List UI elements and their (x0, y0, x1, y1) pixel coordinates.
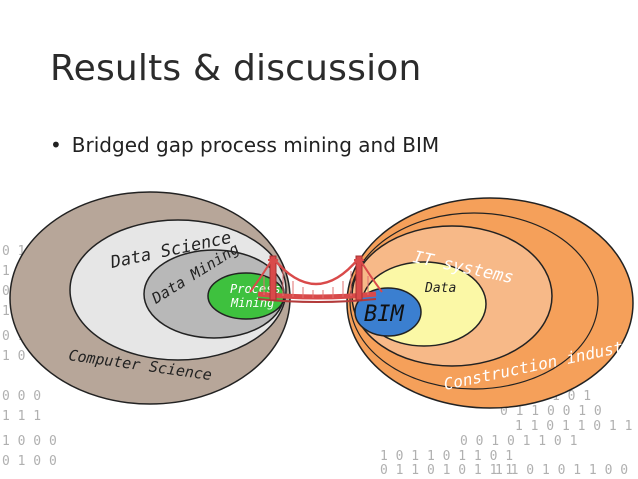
bullet-item: • Bridged gap process mining and BIM (50, 133, 439, 157)
binary-row: 0 1 0 0 (2, 454, 57, 469)
binary-row: 0 0 1 0 1 1 0 1 (460, 434, 577, 449)
bridge-icon (249, 255, 383, 303)
binary-row: 1 1 0 1 1 0 1 1 (515, 419, 632, 434)
binary-row: 1 0 1 1 0 1 1 0 1 (380, 449, 513, 464)
process-mining-label-line2: Mining (230, 296, 274, 310)
right-venn: IT systems Data BIM Construction industr… (346, 197, 638, 409)
binary-row: 0 1 1 0 0 1 0 (500, 404, 602, 419)
binary-row: 1 0 (2, 349, 25, 364)
binary-row: 1 1 0 1 0 1 1 0 0 (495, 463, 628, 478)
binary-row: 0 1 1 0 1 0 1 1 1 (380, 463, 513, 478)
slide-title: Results & discussion (50, 48, 422, 89)
data-label: Data (424, 281, 456, 296)
bim-label: BIM (364, 302, 404, 327)
binary-row: 1 1 1 (2, 409, 41, 424)
bullet-marker: • (50, 133, 62, 157)
binary-row: 0 1 (2, 244, 25, 259)
bullet-text: Bridged gap process mining and BIM (71, 133, 440, 157)
binary-row: 0 0 0 (2, 389, 41, 404)
left-venn: Data Science Data Mining Process Mining … (9, 191, 291, 405)
binary-row: 1 0 0 0 (2, 434, 57, 449)
